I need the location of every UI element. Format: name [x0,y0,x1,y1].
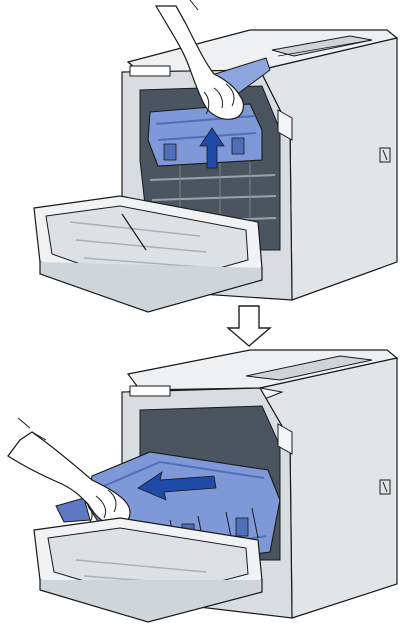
step-1-illustration [33,0,399,313]
down-arrow-icon [226,305,272,347]
front-cover [33,195,263,313]
hand-icon [154,0,245,120]
left-arrow-icon [137,471,217,501]
front-cover-2 [33,517,263,623]
hand-icon-2 [7,417,131,527]
up-arrow-icon [199,127,225,169]
step-2-illustration [7,349,399,623]
